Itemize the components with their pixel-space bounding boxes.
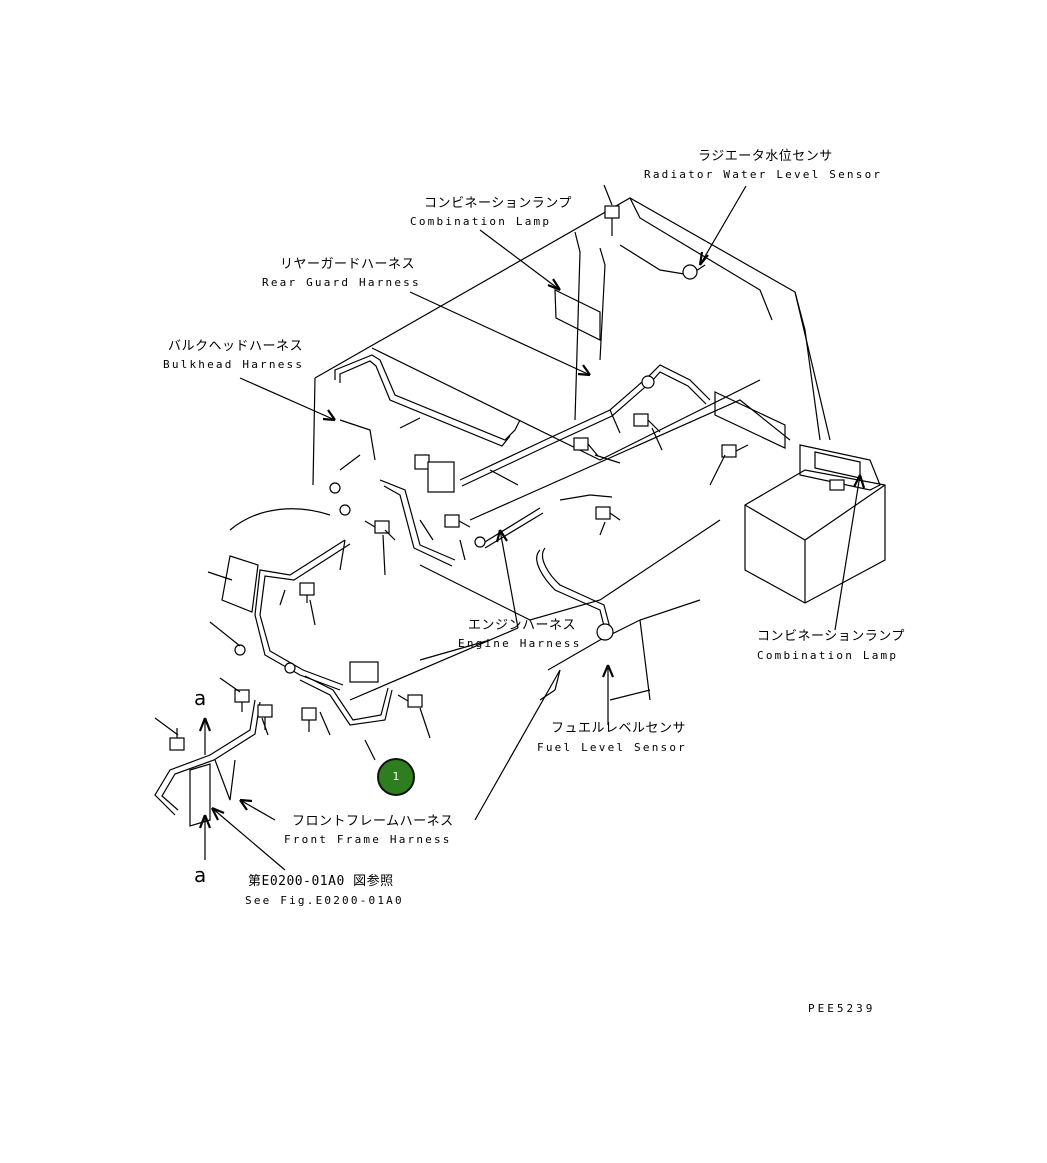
machine-frame-outline — [229, 197, 831, 701]
radiator-sensor-label-en: Radiator Water Level Sensor — [644, 168, 883, 181]
fuel-level-sensor-label-en: Fuel Level Sensor — [537, 741, 687, 754]
combination-lamp-right-label-jp: コンビネーションランプ — [757, 629, 905, 644]
combination-lamp-top-label-en: Combination Lamp — [410, 215, 552, 228]
battery-box — [744, 444, 886, 604]
bolts-and-connectors — [169, 205, 845, 751]
radiator-sensor-label-jp: ラジエータ水位センサ — [698, 149, 833, 164]
fuel-level-sensor-label-jp: フュエルレベルセンサ — [551, 721, 687, 736]
see-fig-label-en: See Fig.E0200-01A0 — [245, 894, 404, 907]
wire-harness-runs — [154, 231, 711, 816]
combination-lamp-top-label-jp: コンビネーションランプ — [424, 196, 572, 211]
drawing-code: PEE5239 — [808, 1002, 876, 1015]
callout-circle-number[interactable]: 1 — [377, 758, 415, 796]
front-frame-harness-label-en: Front Frame Harness — [284, 833, 452, 846]
see-fig-label-jp: 第E0200-01A0 図参照 — [248, 874, 394, 889]
combination-lamp-right-label-en: Combination Lamp — [757, 649, 899, 662]
bulkhead-harness-label-en: Bulkhead Harness — [163, 358, 305, 371]
bulkhead-harness-label-jp: バルクヘッドハーネス — [168, 339, 304, 354]
view-marker-a-top: a — [194, 686, 207, 710]
view-marker-a-bottom: a — [194, 863, 207, 887]
engine-harness-label-en: Engine Harness — [458, 637, 582, 650]
rear-guard-harness-label-jp: リヤーガードハーネス — [280, 257, 416, 272]
leader-lines — [154, 184, 866, 871]
rear-brackets — [189, 289, 786, 827]
engine-harness-label-jp: エンジンハーネス — [468, 618, 577, 633]
rear-guard-harness-label-en: Rear Guard Harness — [262, 276, 421, 289]
front-frame-harness-label-jp: フロントフレームハーネス — [292, 814, 454, 829]
